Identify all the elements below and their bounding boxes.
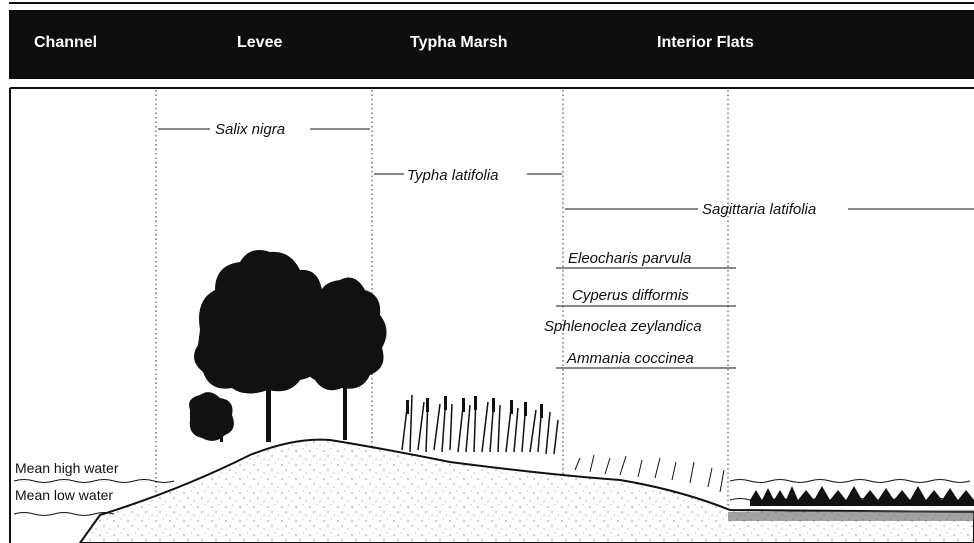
species-cyperus-difformis: Cyperus difformis <box>572 287 689 304</box>
species-ammania-coccinea: Ammania coccinea <box>566 350 694 367</box>
typha-reeds-illustration <box>402 395 558 454</box>
mean-low-water-label: Mean low water <box>15 487 113 503</box>
species-sagittaria-latifolia: Sagittaria latifolia <box>702 201 816 218</box>
levee-ground <box>80 440 974 543</box>
typha-seed-heads <box>406 396 543 418</box>
willow-trees-illustration <box>189 250 386 442</box>
species-sphlenoclea-zeylandica: Sphlenoclea zeylandica <box>544 318 702 335</box>
species-salix-nigra: Salix nigra <box>215 121 285 138</box>
species-eleocharis-parvula: Eleocharis parvula <box>568 250 691 267</box>
mean-high-water-label: Mean high water <box>15 460 119 476</box>
species-typha-latifolia: Typha latifolia <box>407 167 498 184</box>
sagittaria-cluster-illustration <box>750 486 974 506</box>
